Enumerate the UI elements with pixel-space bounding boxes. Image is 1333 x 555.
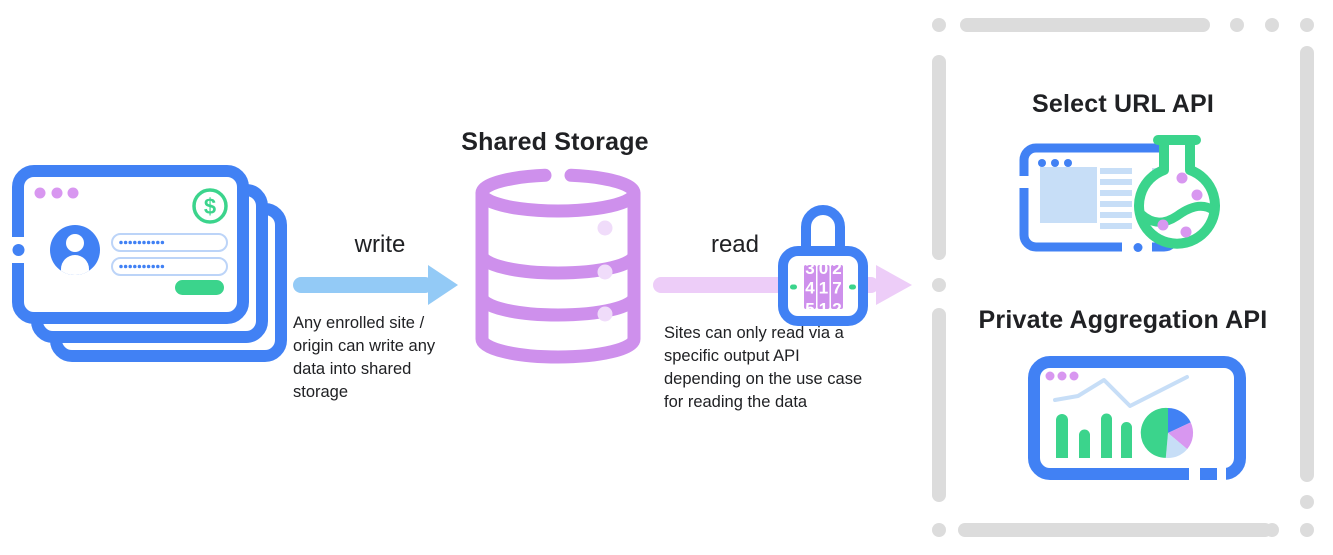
pie-chart-icon [1140,407,1194,459]
database-row-dot [597,306,613,322]
lock-icon: 3 4 5 0 1 1 2 7 2 [778,205,868,326]
border-gap [1217,466,1226,482]
lock-dial: 3 4 5 [804,259,816,319]
flask-bubbles [1157,172,1203,238]
window-controls-icon [1038,159,1072,167]
database-icon [475,168,641,364]
write-arrow [293,265,458,305]
select-url-api-title: Select URL API [1031,90,1215,118]
dial-bottom-digit: 2 [832,300,841,319]
database-separator [475,295,641,322]
border-gap [1018,176,1030,188]
password-field [111,233,228,252]
dial-bottom-digit: 1 [819,300,828,319]
avatar-icon [50,225,100,275]
border-dash-dot [1133,243,1143,252]
read-label: read [710,231,760,258]
database-row-dot [597,264,613,280]
dial-bottom-digit: 5 [805,300,814,319]
submit-button-shape [175,280,224,295]
dial-main-digit: 7 [832,279,841,298]
lock-dial: 2 7 2 [831,259,843,319]
dial-top-digit: 3 [805,259,814,278]
bar-chart-icon [1056,413,1132,458]
select-url-api-icon [1018,135,1220,254]
database-rim [475,168,641,218]
dial-main-digit: 4 [805,279,815,298]
database-separator [475,253,641,280]
shared-storage-title: Shared Storage [461,128,649,156]
private-aggregation-icon [1028,356,1246,482]
write-caption: Any enrolled site / origin can write any… [293,314,436,401]
dollar-symbol: $ [204,194,216,219]
database-row-dot [597,220,613,236]
dial-top-digit: 0 [819,259,828,278]
lock-dial: 0 1 1 [817,259,830,319]
database-bottom [475,337,641,364]
dollar-sign-icon: $ [192,188,228,224]
private-aggregation-api-title: Private Aggregation API [978,306,1268,334]
border-gap [1189,466,1200,482]
enrolled-sites-icon: $ [12,165,287,362]
flask-liquid-wave [1136,201,1218,227]
dial-main-digit: 1 [819,279,828,298]
output-api-panel-border [932,18,1314,537]
window-controls-icon [1045,371,1079,381]
dial-top-digit: 2 [832,259,841,278]
lock-dash-left [790,284,797,290]
border-dash-dot [1200,468,1212,480]
flask-icon [1134,135,1220,249]
password-field [111,257,228,276]
lock-dash-right [849,284,856,290]
window-controls-icon [34,187,79,199]
line-chart-icon [1053,375,1189,408]
lock-shackle [801,205,845,257]
read-caption: Sites can only read via a specific outpu… [664,324,863,411]
write-label: write [354,231,406,258]
border-dash-dot [12,244,25,256]
